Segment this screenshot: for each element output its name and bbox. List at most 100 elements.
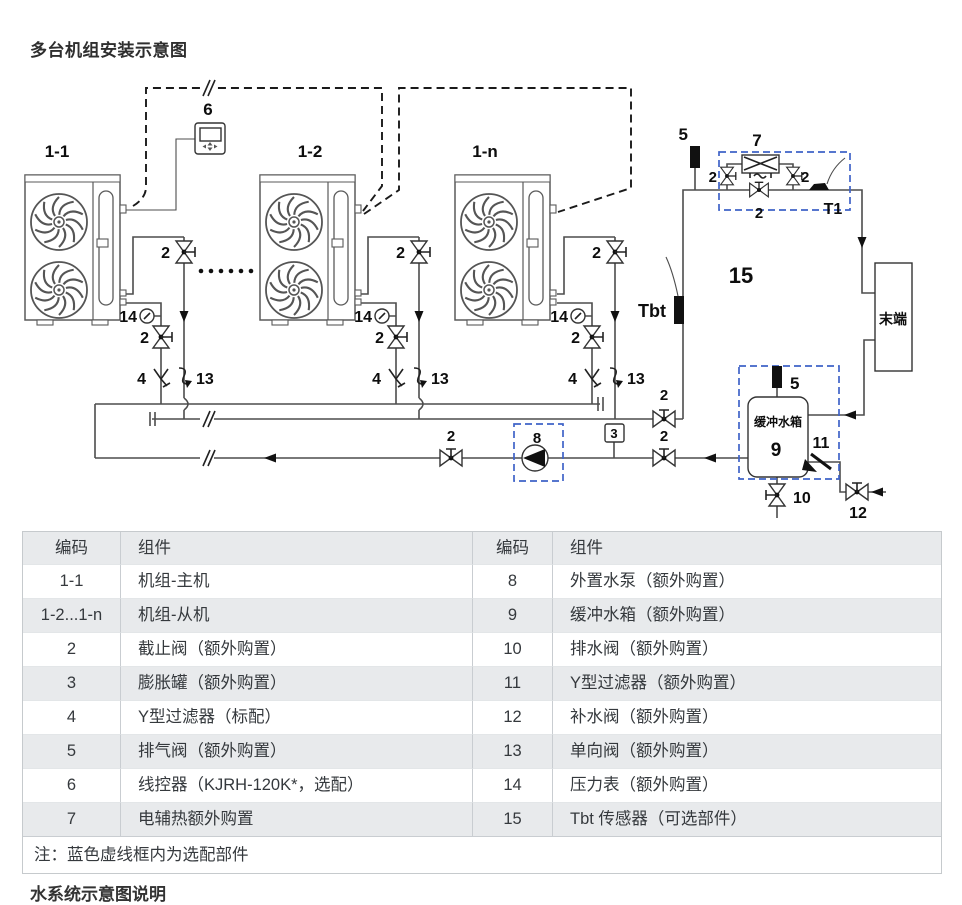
stop-valve-label: 2 xyxy=(801,169,809,186)
component-name: 压力表（额外购置） xyxy=(553,768,941,802)
end-terminal-label: 末端 xyxy=(879,311,907,327)
column-header-code: 编码 xyxy=(473,532,553,564)
expansion-tank-icon xyxy=(604,423,625,443)
y-filter-icon xyxy=(802,452,832,472)
pressure-gauge-label: 14 xyxy=(354,309,372,326)
expansion-tank-label: 3 xyxy=(610,426,617,441)
buffer-tank-icon xyxy=(747,396,809,478)
check-valve-label: 13 xyxy=(196,371,214,388)
stop-valve-label: 2 xyxy=(140,330,149,347)
unit-1-1 xyxy=(25,175,126,325)
stop-valve-label: 2 xyxy=(375,330,384,347)
component-name: 排气阀（额外购置） xyxy=(121,734,473,768)
stop-valve-label: 2 xyxy=(447,428,455,445)
stop-valve-label: 2 xyxy=(660,387,668,404)
next-section-title: 水系统示意图说明 xyxy=(30,885,166,904)
stop-valve-label: 2 xyxy=(755,205,763,222)
y-filter-label: 4 xyxy=(568,371,577,388)
component-code: 12 xyxy=(473,700,553,734)
controller-wire xyxy=(122,138,195,211)
pump-label: 8 xyxy=(533,430,541,447)
pump-optional-box xyxy=(513,423,564,482)
unit-1-n xyxy=(455,175,556,325)
pump-icon xyxy=(521,444,549,472)
stop-valve-label: 2 xyxy=(161,245,170,262)
component-code: 10 xyxy=(473,632,553,666)
y-filter-label: 11 xyxy=(813,435,830,452)
communication-lines xyxy=(132,87,632,215)
unit-label-1-n: 1-n xyxy=(472,142,498,161)
page-title: 多台机组安装示意图 xyxy=(30,41,188,60)
component-code: 3 xyxy=(23,666,121,700)
component-code: 14 xyxy=(473,768,553,802)
aux-heater-icon xyxy=(741,154,780,179)
wired-controller-icon xyxy=(194,122,226,155)
component-name: 补水阀（额外购置） xyxy=(553,700,941,734)
tbt-sensor-number: 15 xyxy=(729,263,753,288)
component-code: 11 xyxy=(473,666,553,700)
unit-label-1-1: 1-1 xyxy=(45,142,70,161)
component-name: 排水阀（额外购置） xyxy=(553,632,941,666)
ellipsis-dots-icon xyxy=(198,268,254,274)
end-terminal-box xyxy=(874,262,913,372)
component-name: 截止阀（额外购置） xyxy=(121,632,473,666)
component-code: 8 xyxy=(473,564,553,598)
stop-valve-label: 2 xyxy=(592,245,601,262)
component-name: 单向阀（额外购置） xyxy=(553,734,941,768)
component-name: 电辅热额外购置 xyxy=(121,802,473,836)
component-code: 1-1 xyxy=(23,564,121,598)
component-name: Tbt 传感器（可选部件） xyxy=(553,802,941,836)
component-code: 7 xyxy=(23,802,121,836)
component-code: 4 xyxy=(23,700,121,734)
makeup-valve-label: 12 xyxy=(849,505,867,522)
y-filter-label: 4 xyxy=(137,371,146,388)
drain-valve-label: 10 xyxy=(793,490,811,507)
column-header-component: 组件 xyxy=(121,532,473,564)
air-vent-icon xyxy=(772,366,782,388)
component-code: 13 xyxy=(473,734,553,768)
check-valve-label: 13 xyxy=(627,371,645,388)
air-vent-label: 5 xyxy=(790,374,799,393)
component-name: 机组-主机 xyxy=(121,564,473,598)
component-code: 5 xyxy=(23,734,121,768)
column-header-component: 组件 xyxy=(553,532,941,564)
check-valve-label: 13 xyxy=(431,371,449,388)
component-name: 机组-从机 xyxy=(121,598,473,632)
unit-label-1-2: 1-2 xyxy=(298,142,323,161)
buffer-tank-title: 缓冲水箱 xyxy=(754,414,802,429)
component-code: 6 xyxy=(23,768,121,802)
air-vent-label: 5 xyxy=(679,125,688,144)
component-name: Y型过滤器（额外购置） xyxy=(553,666,941,700)
air-vent-icon xyxy=(690,146,700,168)
water-pipes xyxy=(94,138,886,518)
pressure-gauge-label: 14 xyxy=(550,309,568,326)
unit-1-2 xyxy=(260,175,361,325)
component-name: 膨胀罐（额外购置） xyxy=(121,666,473,700)
installation-diagram: 61-11-21-n22214141422244413131357222T115… xyxy=(0,78,913,522)
component-code: 9 xyxy=(473,598,553,632)
t1-sensor-label: T1 xyxy=(824,201,843,218)
component-code: 2 xyxy=(23,632,121,666)
stop-valve-label: 2 xyxy=(709,169,717,186)
component-name: 线控器（KJRH-120K*，选配） xyxy=(121,768,473,802)
stop-valve-label: 2 xyxy=(571,330,580,347)
component-code: 15 xyxy=(473,802,553,836)
column-header-code: 编码 xyxy=(23,532,121,564)
y-filter-label: 4 xyxy=(372,371,381,388)
buffer-tank-optional-box xyxy=(738,365,840,480)
controller-number: 6 xyxy=(203,100,212,119)
t1-sensor-icon xyxy=(809,157,846,190)
tbt-sensor-label: Tbt xyxy=(638,301,666,321)
component-name: 缓冲水箱（额外购置） xyxy=(553,598,941,632)
table-note: 注：蓝色虚线框内为选配部件 xyxy=(23,836,941,873)
aux-heater-label: 7 xyxy=(752,131,761,150)
component-name: 外置水泵（额外购置） xyxy=(553,564,941,598)
tbt-sensor-icon xyxy=(665,256,684,324)
stop-valve-label: 2 xyxy=(396,245,405,262)
aux-heater-optional-box xyxy=(718,151,851,211)
optional-part-boxes xyxy=(513,151,851,482)
stop-valve-label: 2 xyxy=(660,428,668,445)
